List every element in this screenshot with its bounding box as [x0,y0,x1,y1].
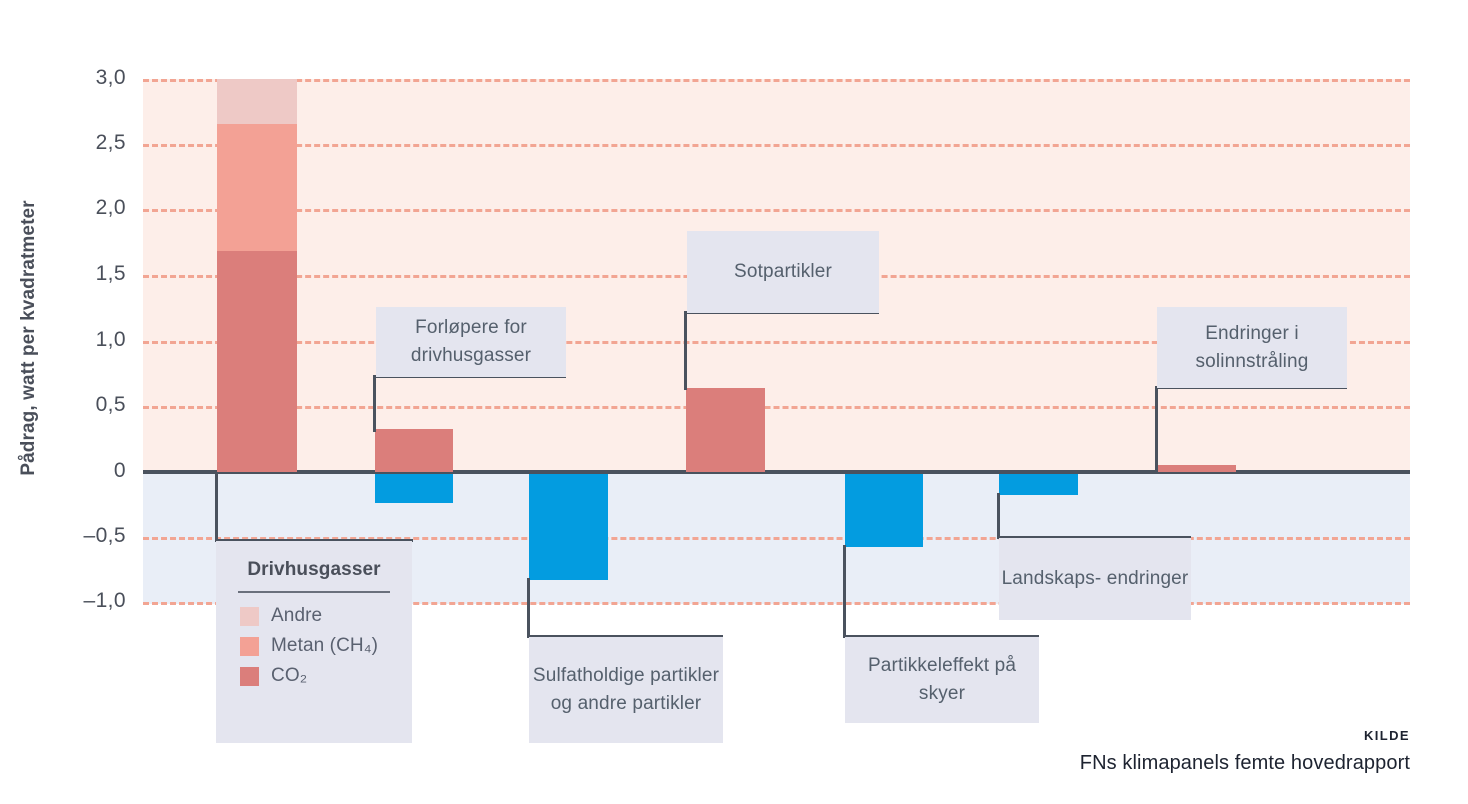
gridline-0.5 [143,406,1410,409]
tick-label-minus-1.0: –1,0 [83,589,126,612]
leader-drivhusgasser-vertical [215,472,218,542]
bar-drivhusgasser-metan [217,124,297,251]
leader-landskaps-vertical [997,493,1000,539]
legend: Drivhusgasser Andre Metan (CH₄) CO₂ [216,541,412,743]
legend-swatch-co2-icon [240,666,259,686]
leader-landskaps-horizontal [997,536,1191,539]
callout-sulfat: Sulfatholdige partikler og andre partikl… [529,637,723,743]
leader-solinnstraling-vertical [1155,386,1158,472]
bar-solinnstraling-positive [1157,465,1236,472]
leader-partikkeleffekt-horizontal [843,635,1039,638]
gridline-minus-1.0 [143,602,1410,605]
bar-sulfat-negative [529,474,608,580]
tick-label-2.5: 2,5 [95,131,126,154]
tick-label-1.5: 1,5 [95,262,126,285]
legend-item-metan: Metan (CH₄) [240,635,412,657]
legend-item-andre: Andre [240,605,412,627]
gridline-2.0 [143,209,1410,212]
bar-sotpartikler-positive [686,388,765,472]
gridline-3.0 [143,79,1410,82]
leader-forlopere-vertical [373,375,376,432]
bar-forlopere-positive [375,429,453,472]
bar-drivhusgasser-andre [217,79,297,124]
source-kilde-label: KILDE [1364,728,1410,743]
legend-swatch-metan-icon [240,636,259,656]
tick-label-minus-0.5: –0,5 [83,524,126,547]
legend-title: Drivhusgasser [247,559,381,580]
leader-partikkeleffekt-vertical [843,545,846,638]
tick-label-0.5: 0,5 [95,393,126,416]
callout-sotpartikler: Sotpartikler [687,231,879,313]
source-text: FNs klimapanels femte hovedrapport [1079,752,1410,774]
gridline-2.5 [143,144,1410,147]
leader-drivhusgasser-horizontal [215,539,413,542]
gridline-1.0 [143,341,1410,344]
leader-sotpartikler-vertical [684,311,687,390]
tick-label-2.0: 2,0 [95,196,126,219]
bar-landskapsendringer-negative [999,474,1078,495]
tick-label-0: 0 [113,459,126,482]
legend-label-co2: CO₂ [271,665,308,686]
gridline-minus-0.5 [143,537,1410,540]
leader-sulfat-horizontal [527,635,723,638]
leader-sulfat-vertical [527,578,530,638]
legend-swatch-andre-icon [240,606,259,626]
zero-axis-line [143,470,1410,474]
callout-partikkeleffekt: Partikkeleffekt på skyer [845,637,1039,723]
legend-item-co2: CO₂ [240,665,412,687]
callout-forlopere: Forløpere for drivhusgasser [376,307,566,377]
legend-divider [238,591,390,593]
legend-label-andre: Andre [271,605,323,626]
bar-forlopere-negative [375,474,453,503]
bar-partikkeleffekt-negative [845,474,923,547]
legend-label-metan: Metan (CH₄) [271,635,379,656]
callout-landskaps: Landskaps- endringer [999,538,1191,620]
tick-label-1.0: 1,0 [95,328,126,351]
tick-label-3.0: 3,0 [95,66,126,89]
bar-drivhusgasser-co2 [217,251,297,472]
callout-solinnstraling: Endringer i solinnstråling [1157,307,1347,388]
